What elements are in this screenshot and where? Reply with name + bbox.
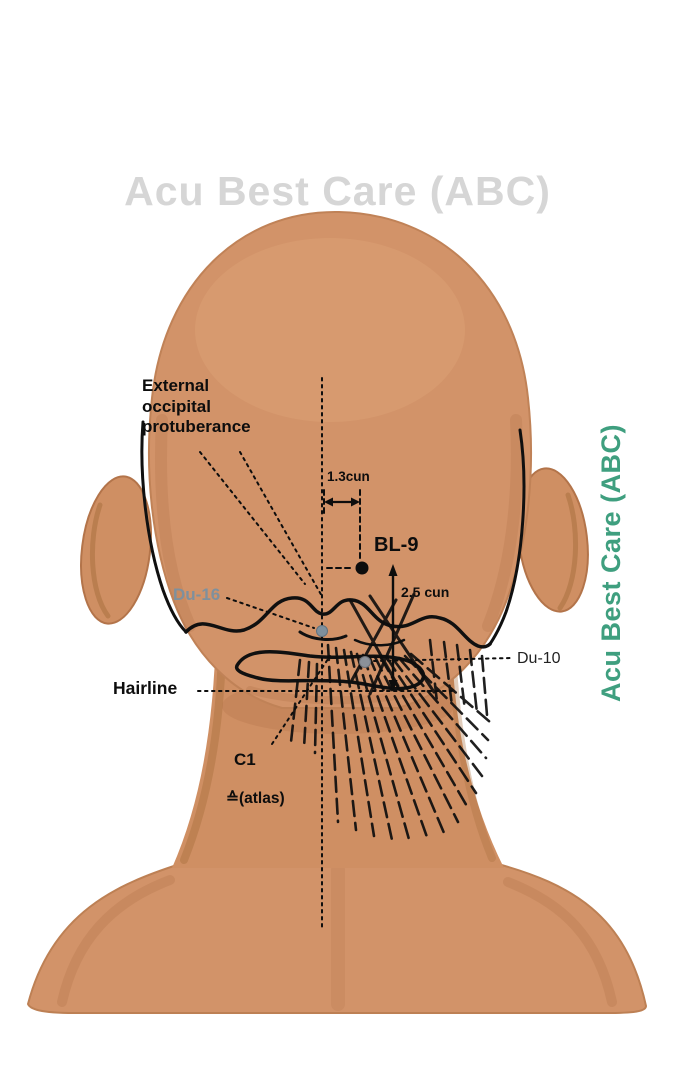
torso — [26, 863, 648, 1014]
label-2-5-cun: 2.5 cun — [401, 584, 450, 600]
watermark-vertical: Acu Best Care (ABC) — [596, 423, 626, 702]
label-hairline: Hairline — [113, 678, 178, 698]
label-du10: Du-10 — [517, 650, 561, 667]
ext-occipital-pointer-1 — [199, 451, 306, 585]
bl9-point — [355, 561, 369, 575]
du10-point — [359, 656, 371, 668]
label-bl9: BL-9 — [374, 534, 419, 556]
du16-point — [316, 625, 328, 637]
cun25-arrow — [388, 564, 398, 692]
label-du16: Du-16 — [173, 585, 221, 604]
label-c1: C1 — [234, 750, 256, 769]
neck-hatching — [289, 638, 492, 845]
du10-pointer — [373, 657, 513, 662]
head — [147, 210, 533, 709]
label-1-3-cun: 1.3cun — [327, 469, 370, 484]
label-external-occipital: External occipital protuberance — [142, 376, 251, 437]
label-c1-atlas: ≙(atlas) — [226, 790, 285, 807]
cun13-arrow — [324, 497, 360, 507]
du16-pointer — [226, 597, 315, 629]
ears — [80, 467, 589, 625]
ext-occipital-pointer-2 — [239, 451, 324, 599]
watermark-horizontal: Acu Best Care (ABC) — [124, 168, 551, 214]
